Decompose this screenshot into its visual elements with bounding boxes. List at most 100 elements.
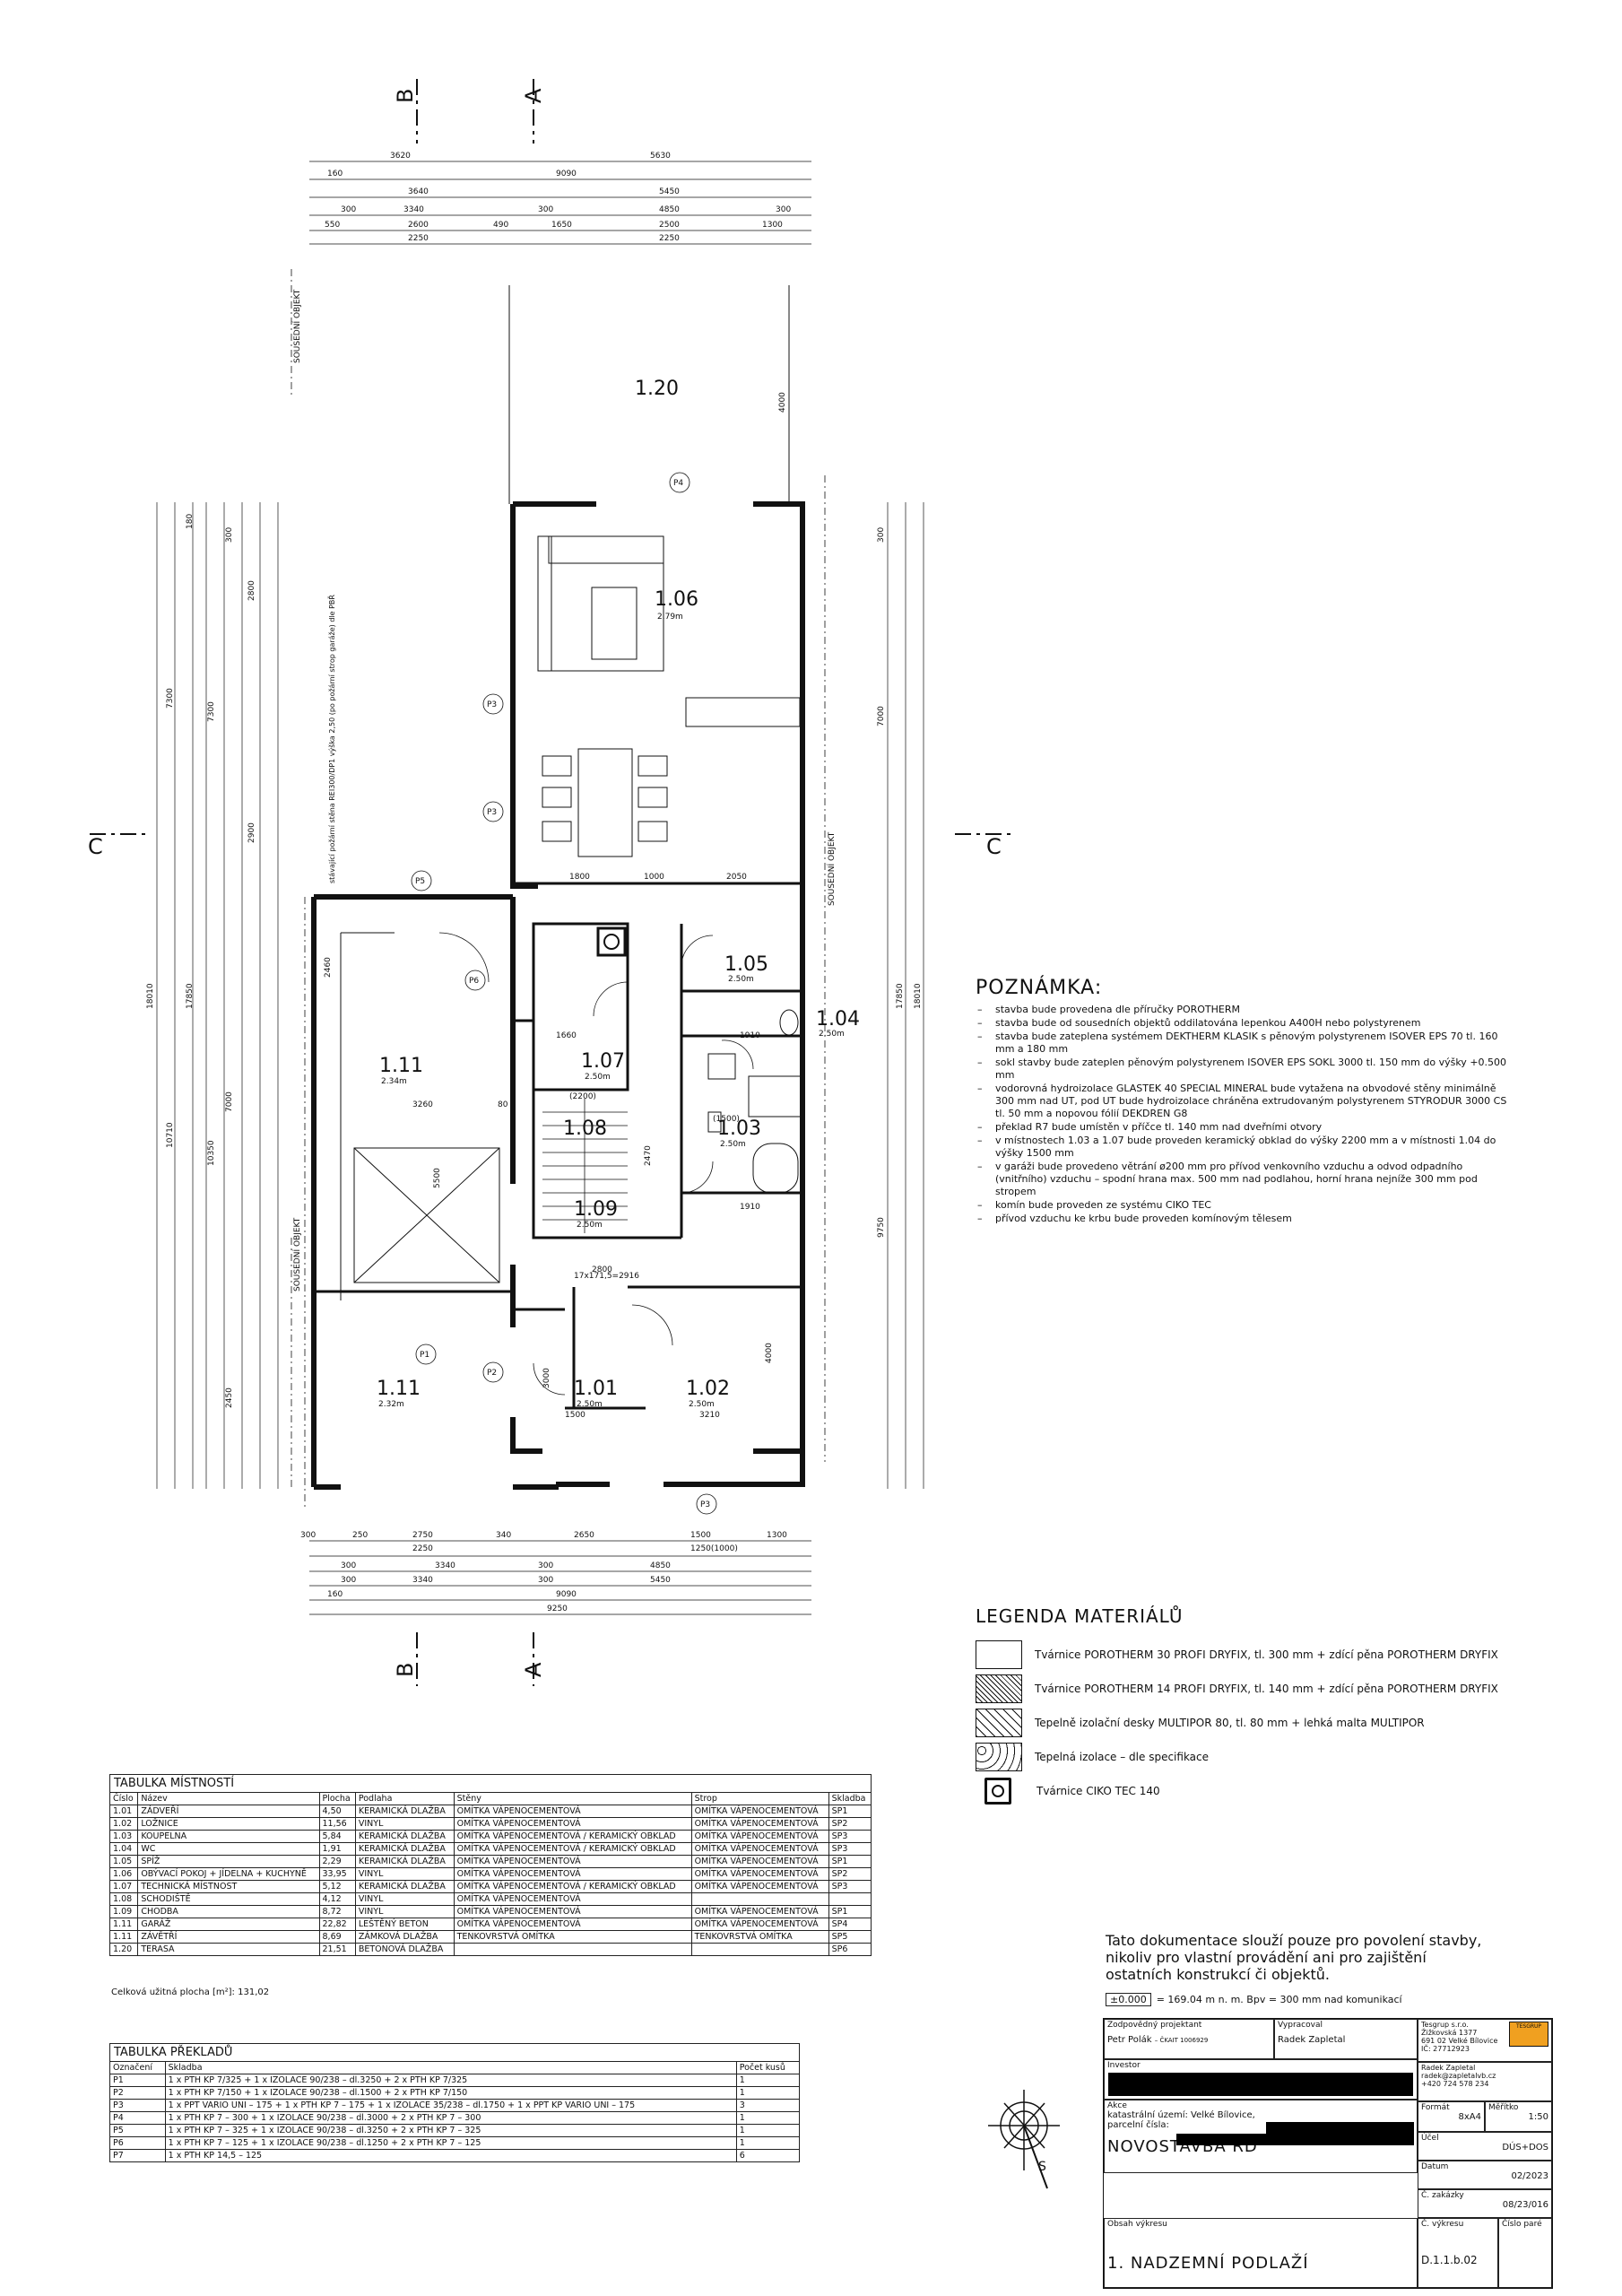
lintels-cell: 1 (735, 2086, 801, 2100)
dim: 4850 (659, 205, 680, 214)
date-label: Datum (1421, 2162, 1449, 2171)
note-item: sokl stavby bude zateplen pěnovým polyst… (977, 1057, 1514, 1082)
dim: (1500) (713, 1115, 740, 1124)
rooms-cell: VINYL (354, 1867, 455, 1881)
room-height: 2.50m (585, 1073, 611, 1082)
content-label: Obsah výkresu (1107, 2220, 1167, 2229)
date-value: 02/2023 (1511, 2171, 1548, 2181)
drawing-content: 1. NADZEMNÍ PODLAŽÍ (1107, 2254, 1309, 2273)
dim: 2250 (412, 1544, 433, 1553)
rooms-cell: OMÍTKA VÁPENOCEMENTOVÁ (690, 1867, 829, 1881)
lintel-tag: P6 (469, 977, 479, 986)
rooms-cell: OMÍTKA VÁPENOCEMENTOVÁ (453, 1867, 692, 1881)
materials-legend: LEGENDA MATERIÁLŮ Tvárnice POROTHERM 30 … (976, 1605, 1549, 1808)
rooms-cell: 1.05 (108, 1855, 139, 1868)
rooms-cell: SP1 (828, 1805, 872, 1818)
lintels-cell: 1 x PTH KP 7 – 300 + 1 x IZOLACE 90/238 … (164, 2111, 737, 2125)
rooms-cell: 2,29 (318, 1855, 356, 1868)
dim: 300 (538, 1561, 553, 1570)
resp-name: Petr Polák (1107, 2035, 1152, 2045)
rooms-cell: ZÁVĚTŘÍ (137, 1930, 320, 1944)
dim: 1660 (556, 1031, 577, 1040)
dim: 17850 (186, 983, 195, 1009)
rooms-header: Skladba (828, 1792, 872, 1805)
dim: 17x171,5=2916 (574, 1272, 639, 1281)
legend-label: Tepelně izolační desky MULTIPOR 80, tl. … (1035, 1717, 1425, 1729)
sheet-cell: Číslo paré (1498, 2218, 1552, 2288)
rooms-header: Strop (690, 1792, 829, 1805)
rooms-cell: SP4 (828, 1918, 872, 1931)
rooms-cell: GARÁŽ (137, 1918, 320, 1931)
rooms-cell: SP2 (828, 1867, 872, 1881)
drawing-no-label: Č. výkresu (1421, 2220, 1464, 2229)
rooms-cell: 1.01 (108, 1805, 139, 1818)
rooms-table-title: TABULKA MÍSTNOSTÍ (109, 1774, 872, 1792)
rooms-cell: 1.11 (108, 1918, 139, 1931)
section-mark-c: C (986, 834, 1002, 859)
lintels-cell: P5 (109, 2124, 166, 2137)
note-item: vodorovná hydroizolace GLASTEK 40 SPECIA… (977, 1083, 1514, 1120)
purpose-value: DÚS+DOS (1502, 2143, 1548, 2152)
dim: 2470 (644, 1145, 653, 1166)
dim: 3210 (699, 1411, 720, 1420)
dim: 2250 (659, 234, 680, 243)
rooms-cell: VINYL (354, 1905, 455, 1918)
dim: 7300 (207, 701, 216, 722)
room-number: 1.05 (724, 953, 768, 976)
dim: 2500 (659, 221, 680, 230)
note-item: přívod vzduchu ke krbu bude proveden kom… (977, 1213, 1514, 1225)
lintels-cell: 6 (735, 2149, 801, 2162)
rooms-cell: LOŽNICE (137, 1817, 320, 1831)
dim: 5450 (650, 1576, 671, 1585)
company-line: Žižkovská 1377 (1421, 2029, 1478, 2037)
legend-row: Tepelně izolační desky MULTIPOR 80, tl. … (976, 1706, 1549, 1740)
room-number: 1.20 (635, 378, 679, 400)
format-value: 8xA4 (1458, 2112, 1481, 2122)
rooms-cell: 4,50 (318, 1805, 356, 1818)
swatch-porotherm14 (976, 1674, 1022, 1703)
rooms-cell: SP2 (828, 1817, 872, 1831)
drawing-no: D.1.1.b.02 (1421, 2254, 1478, 2266)
lintels-cell: P4 (109, 2111, 166, 2125)
rooms-cell: 4,12 (318, 1892, 356, 1906)
datum-text: = 169.04 m n. m. Bpv = 300 mm nad komuni… (1156, 1994, 1402, 2005)
note-item: v garáži bude provedeno větrání ø200 mm … (977, 1161, 1514, 1198)
rooms-cell: 5,84 (318, 1830, 356, 1843)
dim: 300 (341, 1561, 356, 1570)
dim: 2800 (247, 580, 256, 601)
rooms-cell: SCHODIŠTĚ (137, 1892, 320, 1906)
dim: 7300 (166, 688, 175, 709)
rooms-cell: LEŠTĚNÝ BETON (354, 1918, 455, 1931)
dim: 300 (538, 205, 553, 214)
note-item: v místnostech 1.03 a 1.07 bude proveden … (977, 1135, 1514, 1160)
note-item: stavba bude provedena dle příručky POROT… (977, 1004, 1514, 1016)
rooms-cell: BETONOVÁ DLAŽBA (354, 1943, 455, 1956)
dim: 3640 (408, 187, 429, 196)
content-cell: Obsah výkresu 1. NADZEMNÍ PODLAŽÍ (1104, 2218, 1418, 2288)
akce-cell: Akce katastrální území: Velké Bílovice, … (1104, 2100, 1418, 2173)
rooms-cell: TENKOVRSTVÁ OMÍTKA (690, 1930, 829, 1944)
lintel-tag: P3 (487, 700, 497, 709)
lintels-cell: 1 (735, 2124, 801, 2137)
section-mark-a: A (521, 88, 546, 103)
scale-value: 1:50 (1528, 2112, 1548, 2122)
note-item: stavba bude zateplena systémem DEKTHERM … (977, 1031, 1514, 1056)
rooms-cell: SPÍŽ (137, 1855, 320, 1868)
rooms-cell: WC (137, 1842, 320, 1856)
swatch-insulation (976, 1743, 1022, 1771)
dim: 300 (538, 1576, 553, 1585)
lintels-cell: P7 (109, 2149, 166, 2162)
legend-label: Tvárnice POROTHERM 30 PROFI DRYFIX, tl. … (1035, 1648, 1498, 1661)
rooms-cell: OMÍTKA VÁPENOCEMENTOVÁ (690, 1918, 829, 1931)
dim: 3620 (390, 152, 411, 161)
dim: 180 (186, 514, 195, 529)
